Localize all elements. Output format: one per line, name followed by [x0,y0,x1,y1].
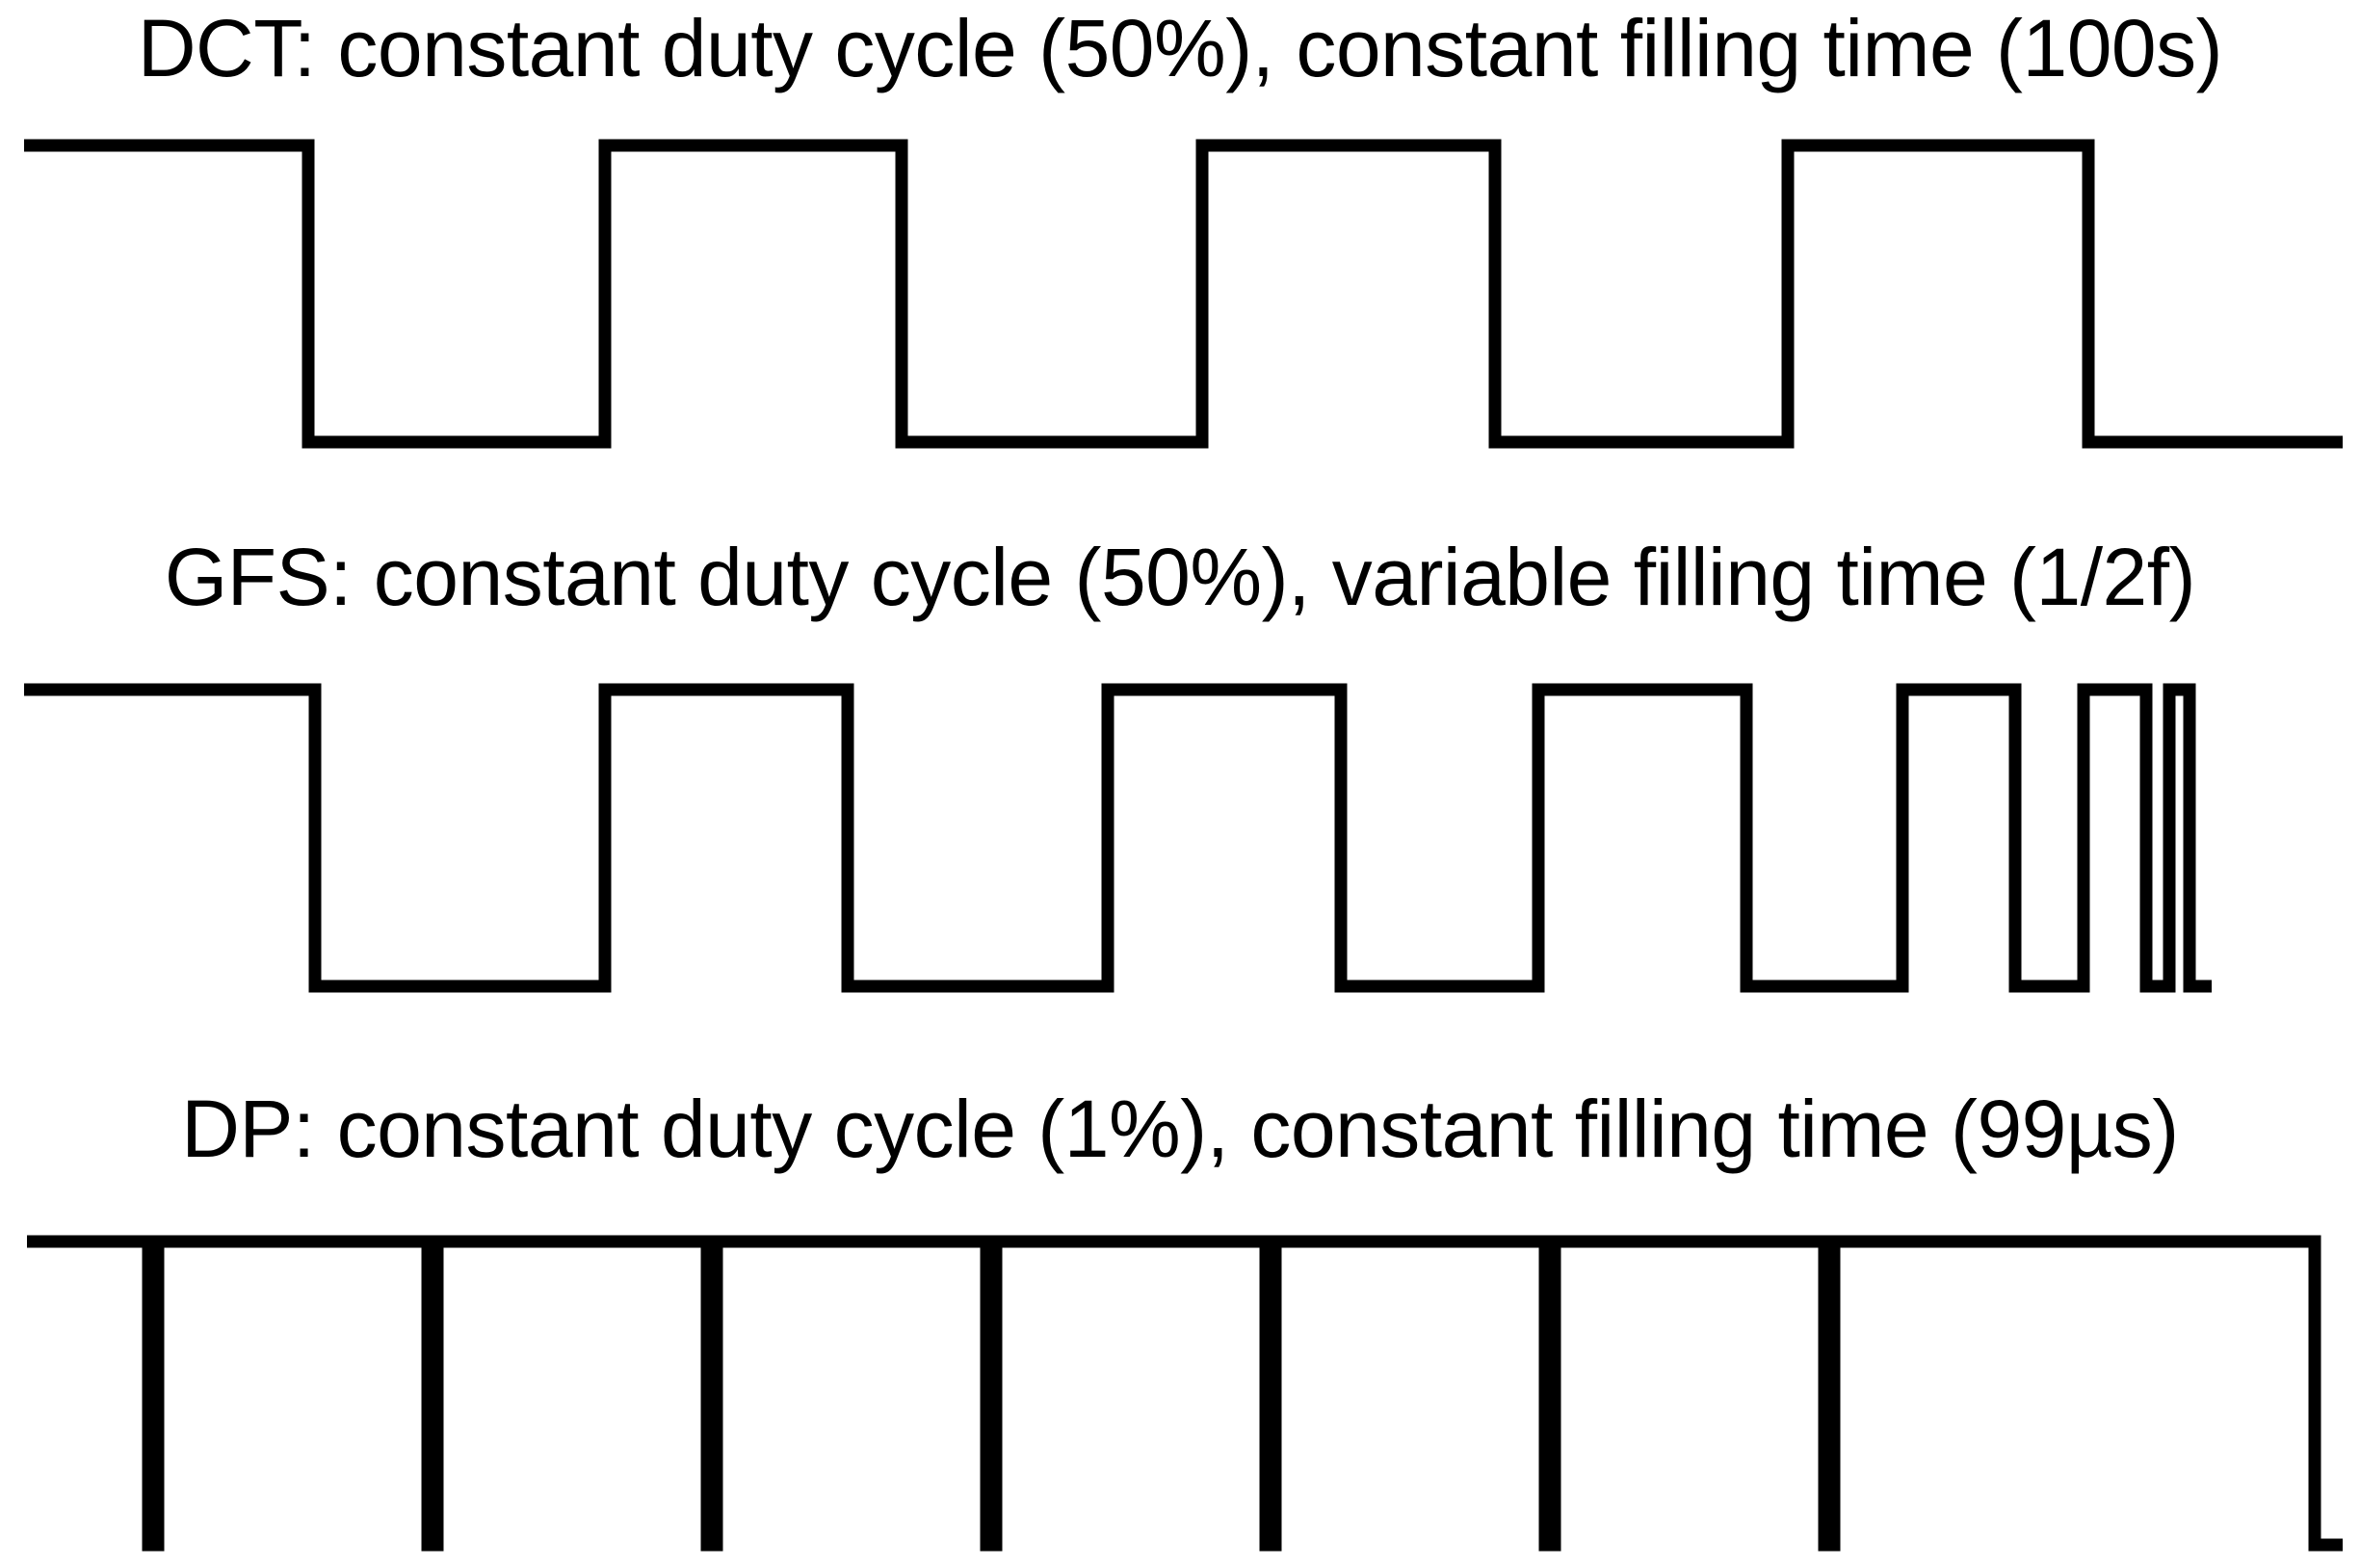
waveform-dp [0,1221,2360,1568]
panel-gfs: GFS: constant duty cycle (50%), variable… [0,525,2360,1059]
panel-title-gfs: GFS: constant duty cycle (50%), variable… [164,532,2196,622]
waveform-dct-path [24,145,2343,442]
waveform-gfs [0,669,2360,1016]
panel-title-dp: DP: constant duty cycle (1%), constant f… [181,1084,2179,1174]
panel-dct: DCT: constant duty cycle (50%), constant… [0,0,2360,501]
panel-dp: DP: constant duty cycle (1%), constant f… [0,1069,2360,1559]
panel-title-dct: DCT: constant duty cycle (50%), constant… [137,3,2223,93]
waveform-dp-path [27,1241,2343,1545]
waveform-dct [0,125,2360,472]
waveform-gfs-path [24,690,2212,986]
